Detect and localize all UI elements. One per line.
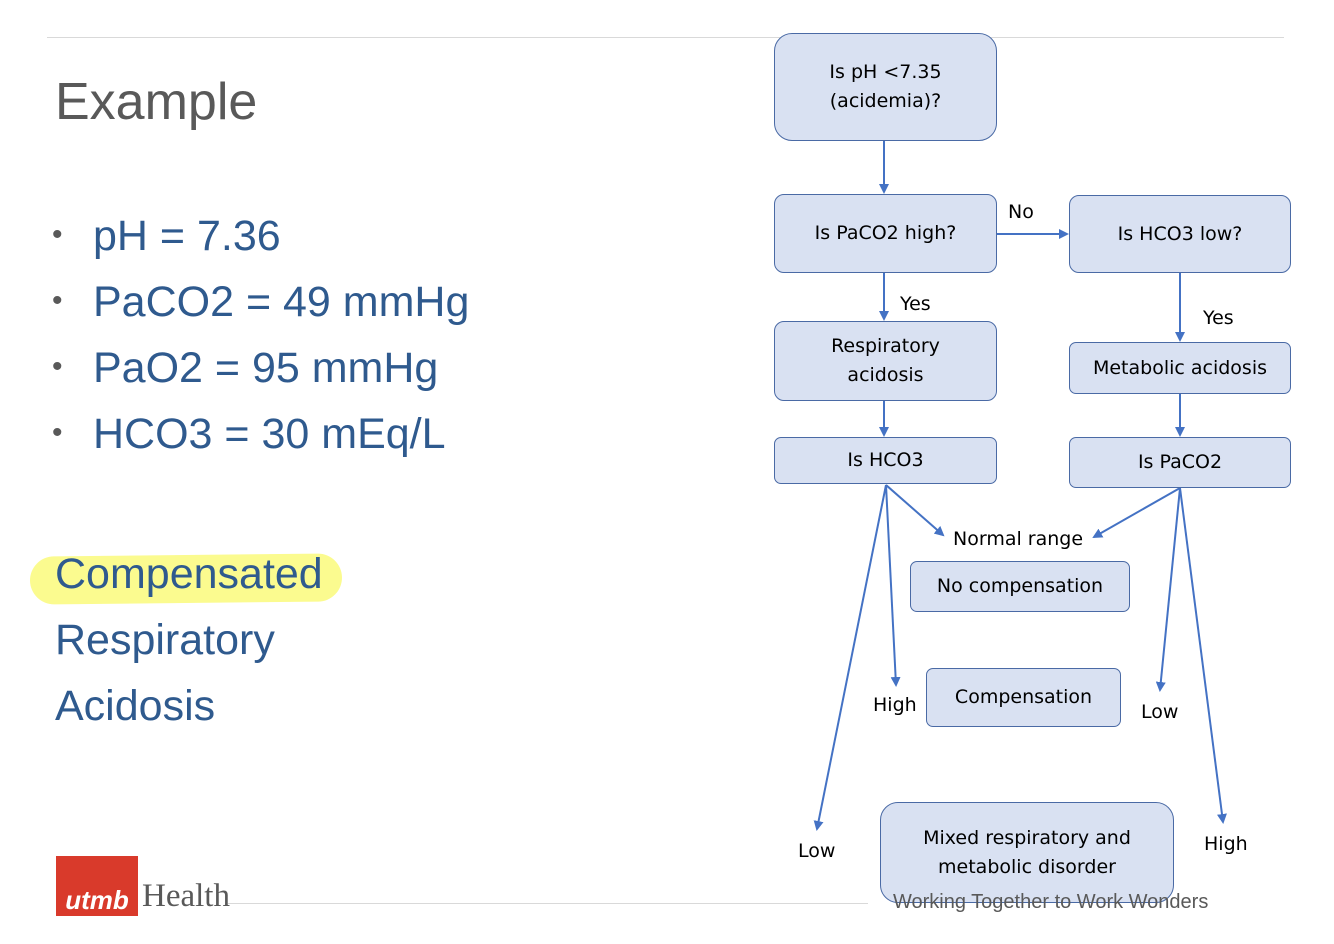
bullet-hco3: • HCO3 = 30 mEq/L	[52, 410, 469, 476]
logo-mark: utmb	[56, 856, 138, 916]
diagnosis-line-3: Acidosis	[55, 682, 216, 730]
bottom-divider	[228, 903, 868, 904]
label-low-left: Low	[798, 840, 836, 862]
label-high-right: High	[1204, 833, 1248, 855]
bullet-ph: • pH = 7.36	[52, 212, 469, 278]
logo-wordmark: Health	[142, 878, 230, 914]
bullet-marker: •	[52, 218, 63, 251]
bullet-marker: •	[52, 416, 63, 449]
arrow-hco3-to-low	[813, 484, 887, 831]
diagnosis-line-1: Compensated	[55, 550, 323, 598]
bullet-text: HCO3 = 30 mEq/L	[93, 410, 446, 458]
bullet-marker: •	[52, 284, 63, 317]
label-yes-right: Yes	[1203, 307, 1234, 329]
label-yes-left: Yes	[900, 293, 931, 315]
label-high-left: High	[873, 694, 917, 716]
bullet-marker: •	[52, 350, 63, 383]
node-metabolic-acidosis: Metabolic acidosis	[1069, 342, 1291, 394]
node-is-paco2: Is PaCO2	[1069, 437, 1291, 488]
arrow-paco2-to-normal	[1092, 487, 1181, 538]
node-paco2-high-question: Is PaCO2 high?	[774, 194, 997, 273]
label-normal-range: Normal range	[953, 528, 1084, 550]
arrow-hco3-to-normal	[885, 484, 945, 537]
label-low-right: Low	[1141, 701, 1179, 723]
lab-values-list: • pH = 7.36 • PaCO2 = 49 mmHg • PaO2 = 95 m…	[52, 212, 469, 476]
node-no-compensation: No compensation	[910, 561, 1130, 612]
bullet-paco2: • PaCO2 = 49 mmHg	[52, 278, 469, 344]
arrow-paco2-to-low	[1155, 487, 1181, 692]
diagnosis-answer: Compensated Respiratory Acidosis	[55, 550, 323, 748]
node-ph-question: Is pH <7.35(acidemia)?	[774, 33, 997, 141]
bullet-pao2: • PaO2 = 95 mmHg	[52, 344, 469, 410]
node-hco3-low-question: Is HCO3 low?	[1069, 195, 1291, 273]
top-divider	[47, 37, 1284, 38]
node-is-hco3: Is HCO3	[774, 437, 997, 484]
bullet-text: PaO2 = 95 mmHg	[93, 344, 439, 392]
arrow-hco3-to-high	[885, 484, 901, 687]
node-compensation: Compensation	[926, 668, 1121, 727]
footer-tagline: Working Together to Work Wonders	[893, 891, 1209, 913]
diagnosis-line-2: Respiratory	[55, 616, 275, 664]
bullet-text: PaCO2 = 49 mmHg	[93, 278, 470, 326]
bullet-text: pH = 7.36	[93, 212, 281, 260]
label-no: No	[1008, 201, 1034, 223]
slide-title: Example	[55, 73, 258, 131]
arrow-paco2-to-high	[1179, 487, 1227, 824]
